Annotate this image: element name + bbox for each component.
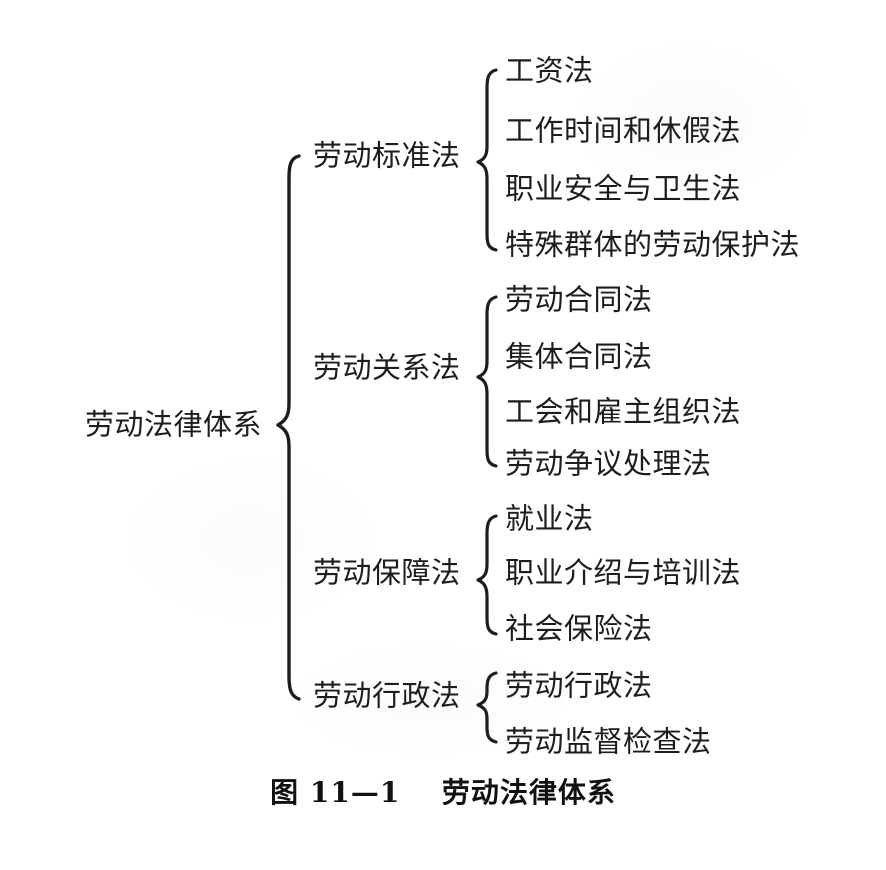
- leaf-branch-3-item-3: 社会保险法: [505, 611, 653, 646]
- leaf-branch-4-item-2: 劳动监督检查法: [505, 724, 712, 759]
- leaf-branch-1-item-2: 工作时间和休假法: [505, 113, 742, 148]
- brace-root: [276, 154, 301, 701]
- brace-branch-1: [476, 68, 498, 252]
- leaf-branch-1-item-4: 特殊群体的劳动保护法: [505, 227, 801, 262]
- leaf-branch-1-item-1: 工资法: [505, 53, 594, 88]
- leaf-branch-2-item-3: 工会和雇主组织法: [505, 394, 742, 429]
- node-branch-2: 劳动关系法: [313, 350, 461, 385]
- figure-caption-number: 图 11—1: [270, 776, 401, 809]
- leaf-branch-3-item-1: 就业法: [505, 501, 594, 536]
- leaf-branch-4-item-1: 劳动行政法: [505, 668, 653, 703]
- leaf-branch-2-item-4: 劳动争议处理法: [505, 446, 712, 481]
- leaf-branch-2-item-2: 集体合同法: [505, 339, 653, 374]
- brace-branch-2: [476, 295, 498, 468]
- figure-caption-title: 劳动法律体系: [441, 776, 616, 809]
- leaf-branch-2-item-1: 劳动合同法: [505, 282, 653, 317]
- node-branch-1: 劳动标准法: [313, 138, 461, 173]
- node-branch-4: 劳动行政法: [313, 678, 461, 713]
- brace-branch-3: [476, 514, 498, 636]
- node-root: 劳动法律体系: [85, 407, 263, 442]
- leaf-branch-1-item-3: 职业安全与卫生法: [505, 171, 742, 206]
- leaf-branch-3-item-2: 职业介绍与培训法: [505, 555, 742, 590]
- node-branch-3: 劳动保障法: [313, 555, 461, 590]
- figure-caption: 图 11—1 劳动法律体系: [270, 771, 616, 811]
- brace-branch-4: [476, 671, 498, 744]
